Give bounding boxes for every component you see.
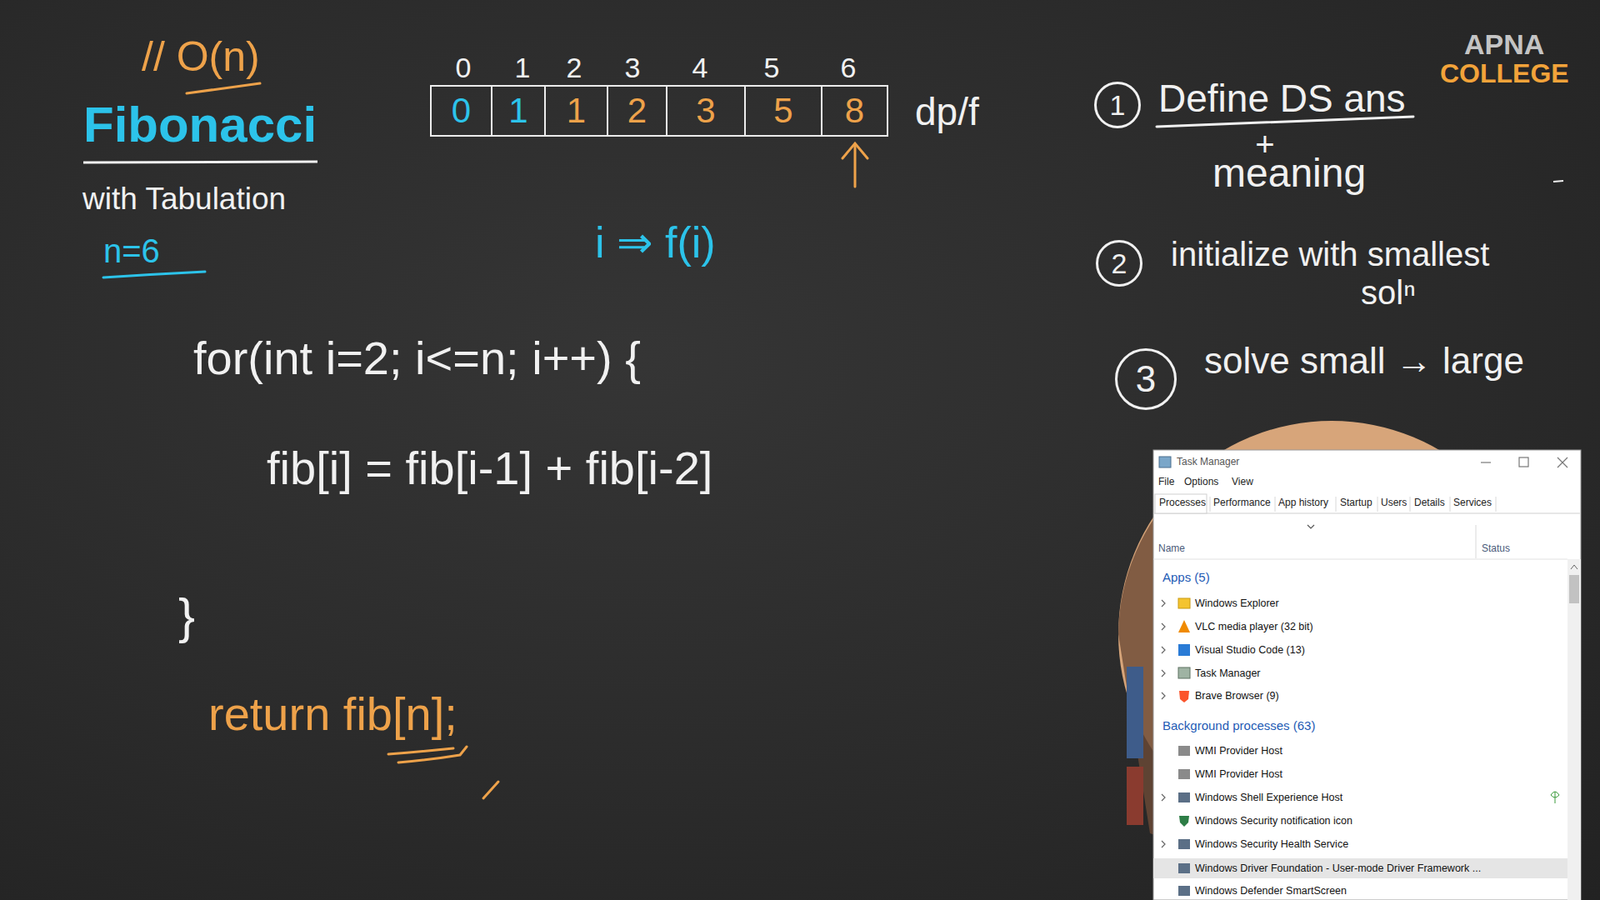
process-name: Windows Explorer bbox=[1195, 597, 1280, 610]
chalk-mark bbox=[1553, 180, 1564, 182]
chalk-underline bbox=[103, 271, 205, 278]
process-name: WMI Provider Host bbox=[1195, 745, 1283, 757]
group-header: Apps (5) bbox=[1162, 570, 1210, 585]
process-name: Windows Defender SmartScreen bbox=[1195, 885, 1347, 897]
pointer-arrow bbox=[842, 143, 868, 187]
step-text: solve small → large bbox=[1204, 340, 1525, 383]
code-return: return fib[n]; bbox=[208, 687, 458, 741]
group-header: Background processes (63) bbox=[1162, 718, 1315, 733]
index-number: 0 bbox=[455, 51, 472, 85]
process-name: WMI Provider Host bbox=[1195, 768, 1283, 780]
cell-value: 3 bbox=[695, 93, 715, 129]
index-number: 5 bbox=[764, 51, 780, 85]
window-title: Task Manager bbox=[1176, 456, 1240, 469]
tab-label: Services bbox=[1453, 497, 1492, 510]
step-number: 3 bbox=[1135, 360, 1156, 398]
title-underline bbox=[83, 161, 318, 163]
array-cell: 3 bbox=[665, 85, 746, 137]
column-header: Name bbox=[1158, 543, 1185, 555]
step-text: solⁿ bbox=[1360, 273, 1416, 312]
process-name: Task Manager bbox=[1195, 667, 1261, 680]
array-cell: 2 bbox=[606, 85, 668, 137]
table-name: dp/f bbox=[915, 90, 980, 135]
index-number: 3 bbox=[625, 51, 641, 85]
index-number: 1 bbox=[515, 51, 531, 85]
process-name: Windows Shell Experience Host bbox=[1195, 791, 1343, 804]
tab-label: Users bbox=[1380, 497, 1407, 510]
array-cell: 1 bbox=[544, 85, 609, 137]
menu-item: View bbox=[1231, 476, 1254, 489]
code-brace: } bbox=[178, 587, 195, 645]
tab-label: Startup bbox=[1340, 497, 1373, 510]
index-number: 4 bbox=[692, 51, 709, 85]
logo-text: COLLEGE bbox=[1440, 58, 1570, 90]
index-number: 2 bbox=[566, 51, 583, 85]
step-text: initialize with smallest bbox=[1170, 235, 1490, 274]
column-header: Status bbox=[1481, 543, 1510, 555]
process-name: Windows Security notification icon bbox=[1195, 815, 1353, 827]
complexity-note: // O(n) bbox=[141, 33, 260, 82]
code-line: for(int i=2; i<=n; i++) { bbox=[193, 331, 641, 385]
menu-item: File bbox=[1158, 476, 1175, 489]
step-number: 1 bbox=[1110, 90, 1126, 120]
state-meaning: i ⇒ f(i) bbox=[595, 218, 716, 269]
task-manager-window: Task ManagerFileOptionsViewProcessesPerf… bbox=[1153, 450, 1581, 900]
tab-label: Performance bbox=[1213, 497, 1271, 510]
step-circle: 1 bbox=[1094, 81, 1141, 129]
step-text: Define DS ans bbox=[1158, 76, 1406, 121]
slide-title: Fibonacci bbox=[83, 95, 317, 154]
cell-value: 8 bbox=[845, 93, 865, 129]
chalk-underline bbox=[186, 83, 260, 94]
process-name: Visual Studio Code (13) bbox=[1195, 644, 1305, 656]
cell-value: 1 bbox=[566, 93, 586, 129]
process-name: Brave Browser (9) bbox=[1195, 690, 1280, 702]
input-value: n=6 bbox=[103, 231, 160, 270]
step-circle: 2 bbox=[1095, 240, 1143, 287]
step-text: meaning bbox=[1212, 150, 1366, 196]
tab-label: App history bbox=[1278, 497, 1329, 510]
array-cell: 8 bbox=[820, 85, 889, 137]
tab-label: Details bbox=[1414, 497, 1445, 510]
cell-value: 0 bbox=[451, 93, 471, 129]
process-name: Windows Security Health Service bbox=[1195, 838, 1349, 850]
index-number: 6 bbox=[840, 51, 857, 85]
array-cell: 0 bbox=[430, 85, 493, 137]
process-name: VLC media player (32 bit) bbox=[1195, 620, 1314, 633]
cell-value: 5 bbox=[773, 93, 793, 129]
tab-label: Processes bbox=[1159, 497, 1206, 510]
code-line: fib[i] = fib[i-1] + fib[i-2] bbox=[266, 441, 713, 495]
subtitle: with Tabulation bbox=[82, 181, 286, 218]
chalk-underline bbox=[388, 746, 467, 763]
step-circle: 3 bbox=[1115, 348, 1177, 410]
menu-item: Options bbox=[1184, 476, 1219, 489]
window-chrome bbox=[1153, 450, 1581, 900]
array-cell: 5 bbox=[744, 85, 823, 137]
cell-value: 2 bbox=[627, 93, 647, 129]
chalk-mark bbox=[483, 781, 499, 799]
logo-text: APNA bbox=[1464, 28, 1545, 61]
cell-value: 1 bbox=[508, 93, 528, 129]
step-number: 2 bbox=[1111, 249, 1128, 278]
array-cell: 1 bbox=[490, 85, 546, 137]
process-name: Windows Driver Foundation - User-mode Dr… bbox=[1195, 862, 1481, 875]
